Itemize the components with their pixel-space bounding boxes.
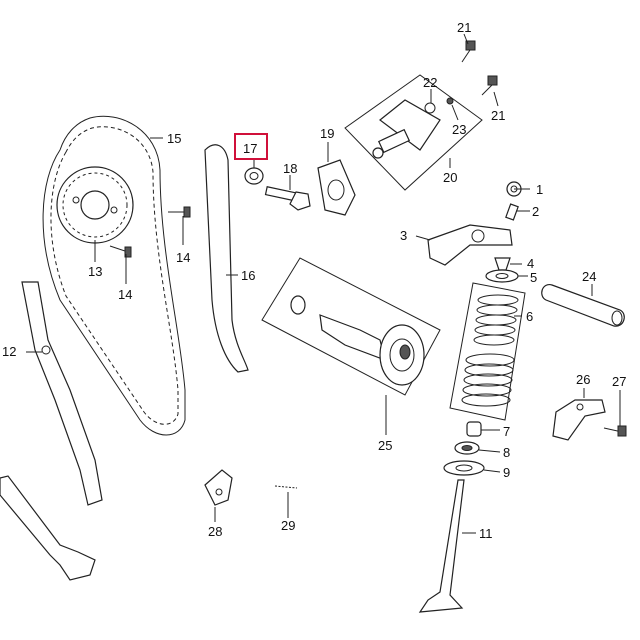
label-18: 18 — [283, 161, 297, 176]
label-19: 19 — [320, 126, 334, 141]
spring-retainer-5 — [485, 269, 519, 283]
label-26: 26 — [576, 372, 590, 387]
label-12: 12 — [2, 344, 16, 359]
label-9: 9 — [503, 465, 510, 480]
rocker-arm — [427, 224, 513, 266]
rocker-shaft — [541, 284, 625, 327]
cam-sprocket — [56, 166, 134, 244]
label-25: 25 — [378, 438, 392, 453]
label-27: 27 — [612, 374, 626, 389]
label-2: 2 — [532, 204, 539, 219]
label-23: 23 — [452, 122, 466, 137]
tensioner-bolt-upper — [461, 40, 476, 63]
label-22: 22 — [423, 75, 437, 90]
tensioner-assembly — [344, 74, 483, 191]
label-15: 15 — [167, 131, 181, 146]
label-14-upper: 14 — [176, 250, 190, 265]
label-20: 20 — [443, 170, 457, 185]
part-labels: 1 2 3 4 5 6 7 8 9 11 12 13 14 14 15 16 1… — [2, 20, 626, 541]
label-4: 4 — [527, 256, 534, 271]
valve-seal-7 — [466, 421, 482, 437]
sprocket-bolt-lower — [109, 245, 132, 258]
spring-pin-29 — [274, 485, 298, 489]
spring-seat-8 — [454, 441, 480, 455]
tensioner-gasket — [317, 159, 356, 216]
chain-guide — [204, 144, 249, 373]
timing-chain — [42, 115, 186, 436]
label-17: 17 — [243, 141, 257, 156]
spring-washer-9 — [443, 460, 485, 476]
highlight-box-17 — [234, 133, 268, 160]
label-14-lower: 14 — [118, 287, 132, 302]
guide-bolt-18 — [264, 186, 311, 211]
label-16: 16 — [241, 268, 255, 283]
bracket-26 — [552, 399, 606, 441]
valve-keeper-4 — [494, 257, 511, 271]
label-13: 13 — [88, 264, 102, 279]
chain-tensioner-guide — [21, 281, 103, 506]
label-6: 6 — [526, 309, 533, 324]
label-29: 29 — [281, 518, 295, 533]
label-8: 8 — [503, 445, 510, 460]
valve-springs — [449, 282, 526, 421]
label-28: 28 — [208, 524, 222, 539]
bolt-27 — [603, 425, 627, 437]
label-21-top: 21 — [457, 20, 471, 35]
sprocket-bolt-upper — [168, 206, 191, 218]
label-5: 5 — [530, 270, 537, 285]
tensioner-bolt-lower — [481, 75, 498, 96]
label-1: 1 — [536, 182, 543, 197]
adjust-screw-2 — [505, 203, 519, 221]
label-7: 7 — [503, 424, 510, 439]
label-3: 3 — [400, 228, 407, 243]
label-24: 24 — [582, 269, 596, 284]
intake-valve-11 — [418, 479, 465, 613]
washer-17 — [244, 167, 264, 185]
label-11: 11 — [479, 526, 493, 541]
label-21-right: 21 — [491, 108, 505, 123]
decompressor-28 — [204, 469, 233, 506]
camshaft-assembly — [261, 257, 441, 396]
exhaust-valve — [0, 475, 96, 581]
leader-lines — [26, 33, 621, 534]
